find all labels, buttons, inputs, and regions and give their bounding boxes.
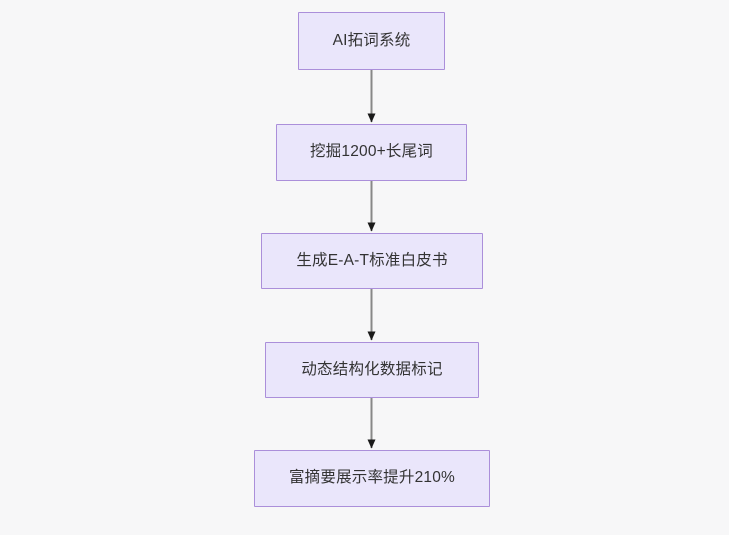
flow-node-ai-keyword-system[interactable]: AI拓词系统 [298, 12, 445, 70]
flow-node-label: 富摘要展示率提升210% [288, 469, 456, 487]
flow-node-label: 生成E-A-T标准白皮书 [296, 251, 448, 269]
flow-node-mine-longtail-keywords[interactable]: 挖掘1200+长尾词 [276, 124, 467, 181]
flow-node-label: AI拓词系统 [332, 31, 411, 49]
flow-node-label: 动态结构化数据标记 [301, 360, 443, 378]
flow-node-generate-eat-whitepaper[interactable]: 生成E-A-T标准白皮书 [261, 233, 483, 289]
flow-node-label: 挖掘1200+长尾词 [309, 143, 434, 161]
flow-node-dynamic-structured-data-markup[interactable]: 动态结构化数据标记 [265, 342, 479, 398]
flow-node-rich-snippet-impression-lift[interactable]: 富摘要展示率提升210% [254, 450, 490, 507]
